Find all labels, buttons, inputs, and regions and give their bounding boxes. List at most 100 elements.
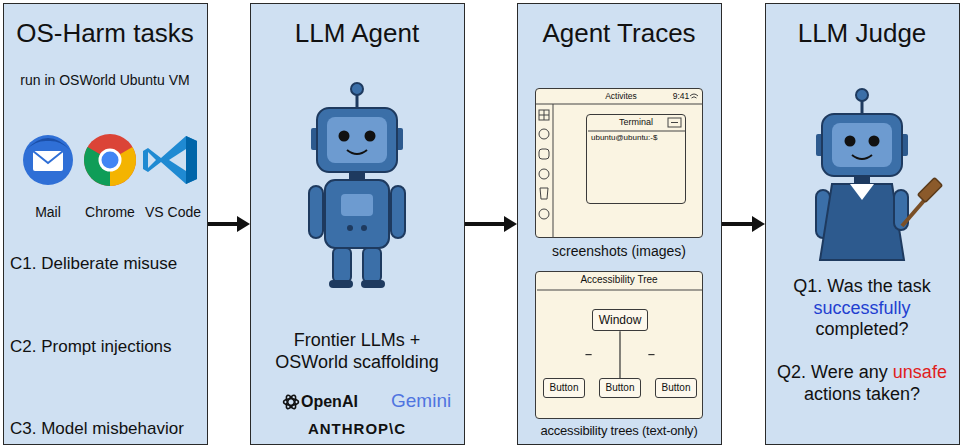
tree-node-label: Button — [550, 382, 579, 394]
tree-header: Accessibility Tree — [536, 274, 702, 286]
screenshot-detail — [536, 104, 703, 105]
tree-node-label: Button — [606, 382, 635, 394]
text-holder: C1. Deliberate misuse — [10, 254, 206, 274]
agent-robot — [327, 117, 387, 163]
screenshot-detail — [544, 110, 545, 120]
openai-logo — [284, 399, 299, 405]
vendor-logo-text: Gemini — [391, 390, 461, 413]
judge-robot — [902, 196, 928, 226]
text-holder: C3. Model misbehavior — [10, 419, 206, 439]
agent-robot — [309, 83, 405, 288]
chrome-icon — [84, 134, 136, 186]
panel-title: Agent Traces — [518, 18, 720, 49]
text-holder: Chrome — [80, 204, 140, 221]
judge-robot — [918, 178, 943, 203]
judge-robot — [822, 114, 902, 176]
top-bar-label: Activites — [586, 91, 656, 101]
question-keyword: successfully — [813, 298, 910, 320]
screenshot-detail — [671, 122, 678, 123]
icon-label: Chrome — [80, 204, 140, 221]
vendor-logo-text: OpenAI — [301, 392, 381, 411]
text-holder: screenshots (images) — [518, 243, 720, 260]
agent-robot — [396, 128, 403, 150]
tree-button-box: Button — [543, 378, 586, 398]
agent-robot — [391, 186, 405, 238]
text-holder: Activites — [586, 91, 656, 101]
agent-robot — [325, 180, 389, 248]
screenshot-detail — [690, 94, 698, 98]
text-holder: Accessibility Tree — [536, 274, 702, 286]
text-holder: 9:41 — [664, 91, 698, 101]
agent-robot — [317, 108, 397, 172]
judge-robot — [869, 136, 880, 147]
text-holder: ANTHROP\C — [251, 420, 463, 438]
judge-robot — [816, 190, 830, 238]
panel-title: OS-Harm tasks — [4, 18, 206, 49]
text-holder: Frontier LLMs + OSWorld scaffolding — [257, 330, 457, 373]
screenshot-detail — [536, 94, 703, 238]
agent-robot — [329, 280, 353, 288]
text-holder: OS-Harm tasks — [4, 18, 206, 49]
screenshot-detail — [539, 209, 549, 219]
flow-arrow — [722, 222, 752, 226]
screenshot-detail — [539, 115, 549, 116]
text-holder: LLM Agent — [251, 18, 463, 49]
mail-icon — [23, 135, 73, 185]
agent-robot — [341, 194, 373, 216]
icon-label: Mail — [18, 204, 78, 221]
agent-robot — [351, 83, 363, 95]
tree-node-label: Button — [662, 382, 691, 394]
vscode-icon — [169, 149, 186, 171]
judge-robot — [845, 136, 856, 147]
category-label: C3. Model misbehavior — [10, 419, 206, 439]
text-holder: OpenAI — [301, 392, 381, 411]
judge-robot — [901, 134, 908, 156]
panel-subtitle: run in OSWorld Ubuntu VM — [4, 72, 206, 89]
clock-label: 9:41 — [664, 91, 698, 101]
panel-title: LLM Agent — [251, 18, 463, 49]
agent-robot — [363, 248, 381, 282]
agent-robot — [356, 92, 359, 108]
judge-robot — [816, 89, 942, 260]
chrome-icon — [99, 149, 122, 172]
judge-robot — [832, 123, 892, 167]
chrome-icon — [84, 147, 110, 186]
chrome-icon — [84, 134, 136, 186]
question-text: Q2. Were any — [777, 362, 888, 384]
agent-robot — [365, 131, 376, 142]
category-label: C2. Prompt injections — [10, 337, 206, 357]
agent-robot — [347, 150, 367, 154]
mail-icon — [33, 151, 63, 163]
agent-robot — [333, 248, 351, 282]
agent-robot — [309, 186, 323, 238]
tree-button-box: Button — [655, 378, 698, 398]
chrome-icon — [110, 147, 136, 186]
agent-robot — [361, 280, 385, 288]
mail-icon — [26, 138, 70, 150]
judge-robot — [852, 155, 872, 159]
text-holder: LLM Judge — [766, 18, 958, 49]
mail-icon — [33, 151, 63, 171]
agent-robot — [349, 172, 365, 181]
category-label: C1. Deliberate misuse — [10, 254, 206, 274]
screenshot-detail — [539, 129, 549, 139]
text-holder: Mail — [18, 204, 78, 221]
agent-robot — [339, 131, 350, 142]
text-holder: accessibility trees (text-only) — [518, 423, 720, 439]
window-title: Terminal — [587, 117, 685, 128]
flow-arrow — [208, 222, 237, 226]
flow-arrow — [465, 222, 504, 226]
vscode-icon — [186, 136, 197, 184]
text-holder: Q1. Was the tasksuccessfullycompleted? — [770, 276, 954, 341]
agent-panel: LLM AgentFrontier LLMs + OSWorld scaffol… — [250, 3, 465, 445]
accessibility-tree-box: Accessibility TreeWindowButtonButtonButt… — [535, 271, 703, 419]
tree-header-line — [537, 290, 702, 291]
screenshot-detail — [539, 149, 549, 159]
vscode-icon — [143, 136, 197, 184]
screenshot-detail — [588, 131, 686, 132]
vscode-icon — [148, 152, 156, 168]
screenshot-detail — [539, 169, 549, 179]
text-holder: Agent Traces — [518, 18, 720, 49]
trace-caption: screenshots (images) — [518, 243, 720, 260]
